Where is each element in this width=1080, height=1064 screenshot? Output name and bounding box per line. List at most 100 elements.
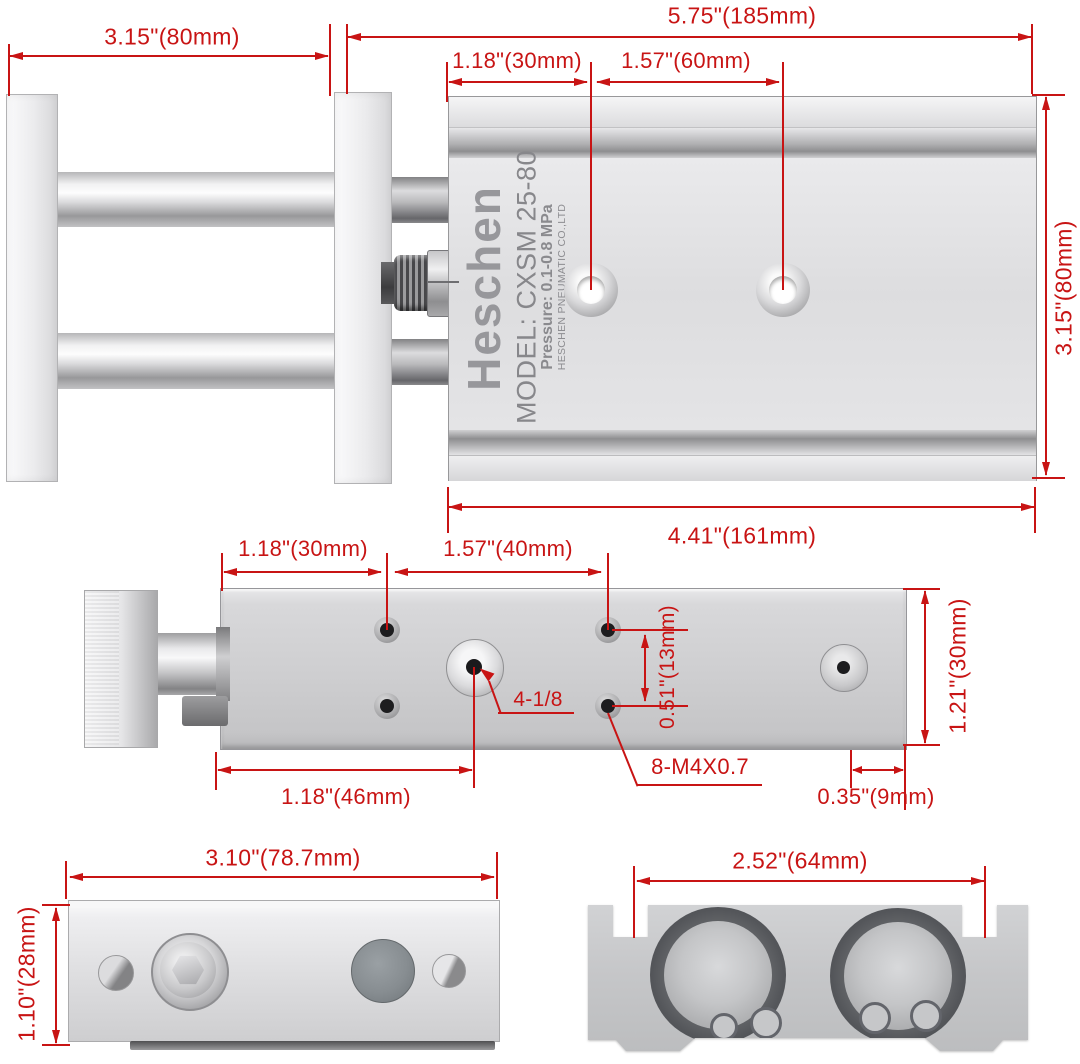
dim-tick [221, 553, 223, 591]
air-port-right-bore [837, 661, 850, 674]
plan-end-plate-machining [85, 591, 119, 745]
thread-hole-2-centerline [607, 553, 609, 630]
plan-dim-port-from-left-arrow [217, 766, 473, 774]
brand-pressure: Pressure: 0.1-0.8 MPa [539, 204, 556, 370]
plan-dim-hole-spacing-arrow [394, 568, 602, 576]
end-body [588, 905, 1028, 1051]
plan-dim-edge-margin-arrow [852, 766, 904, 774]
plan-rod-nut [182, 696, 228, 726]
end-bore-right-pin-2 [910, 1000, 942, 1032]
plan-dim-row-spacing-text: 0.51"(13mm) [656, 605, 679, 729]
body-groove-bottom [449, 430, 1036, 455]
adjuster-hex-seam [428, 281, 459, 283]
thread-hole-1-bore [380, 623, 394, 637]
front-body [68, 900, 500, 1042]
dim-tick [65, 861, 67, 899]
end-bore-left-pin-1 [750, 1007, 782, 1039]
body-groove-top [449, 128, 1036, 158]
dim-base-length-arrow [448, 503, 1035, 511]
cylinder-body [448, 96, 1037, 481]
dim-tick [612, 705, 688, 707]
dim-tick [904, 745, 906, 810]
dim-tick [1032, 477, 1065, 479]
front-dim-width-arrow [69, 873, 495, 881]
dim-port-offset-text: 1.18"(30mm) [452, 48, 582, 73]
guide-rod-upper [54, 172, 338, 227]
dim-tick [8, 44, 10, 96]
front-dim-height-arrow [52, 907, 60, 1044]
dim-port-offset-arrow [448, 78, 588, 86]
dim-plate-width-text: 3.15"(80mm) [104, 23, 240, 50]
dim-port-spacing-arrow [596, 78, 780, 86]
thread-hole-2-bore [601, 623, 615, 637]
guide-rod-upper-segment [388, 177, 449, 223]
dim-tick [903, 744, 940, 746]
plan-dim-port-from-left-text: 1.18"(46mm) [281, 784, 411, 809]
plan-dim-depth-arrow [921, 590, 929, 744]
end-bore-right-pin-1 [859, 1002, 891, 1034]
plan-dim-row-spacing-arrow [641, 634, 649, 702]
front-dim-height-text: 1.10"(28mm) [13, 906, 40, 1042]
dim-height-text: 3.15"(80mm) [1050, 220, 1077, 356]
front-dim-width-text: 3.10"(78.7mm) [205, 844, 361, 871]
dim-tick [850, 750, 852, 788]
dim-tick [42, 904, 70, 906]
air-port-centerline [473, 667, 475, 788]
dim-length-text: 5.75"(185mm) [667, 2, 817, 29]
dim-tick [633, 866, 635, 938]
plan-dim-hole-spacing-text: 1.57"(40mm) [443, 536, 573, 561]
end-bore-left-pin-2 [710, 1013, 738, 1041]
dim-tick [215, 752, 217, 790]
dim-tick [446, 62, 448, 102]
adjuster-shaft [381, 262, 396, 304]
end-plate-front [6, 94, 58, 482]
dim-tick [984, 866, 986, 938]
plan-dim-depth-text: 1.21"(30mm) [944, 598, 971, 734]
dim-base-length-text: 4.41"(161mm) [667, 522, 817, 549]
plan-body [220, 588, 907, 750]
guide-rod-lower [54, 333, 338, 389]
front-magnet-disc [351, 939, 415, 1003]
body-rail-bottom [449, 455, 1036, 481]
dim-plate-width-arrow [9, 52, 329, 60]
dim-tick [1032, 94, 1065, 96]
dim-tick [346, 24, 348, 94]
front-hole-left [98, 955, 134, 991]
dim-tick [42, 1044, 70, 1046]
dim-tick [612, 629, 688, 631]
air-port-left [446, 639, 504, 697]
front-body-top-face [69, 901, 497, 908]
brand-model: MODEL: CXSM 25-80 [511, 149, 542, 425]
end-dim-bore-spacing-arrow [636, 877, 985, 885]
dim-height-arrow [1042, 96, 1050, 476]
body-face [449, 158, 1036, 430]
end-dim-bore-spacing-text: 2.52"(64mm) [732, 847, 868, 874]
thread-label-text: 8-M4X0.7 [651, 754, 749, 779]
front-hole-right [432, 954, 466, 988]
plan-rod-flange [216, 627, 230, 701]
plan-piston-rod [148, 633, 224, 695]
dim-tick [329, 24, 331, 96]
dim-tick [903, 588, 940, 590]
body-rail-top [449, 97, 1036, 128]
dim-tick [496, 852, 498, 899]
dim-port-spacing-text: 1.57"(60mm) [621, 48, 751, 73]
front-body-shadow [130, 1041, 495, 1050]
thread-label-underline [637, 784, 762, 786]
plan-dim-edge-margin-text: 0.35"(9mm) [817, 784, 935, 809]
port-label-text: 4-1/8 [513, 688, 563, 711]
plan-end-plate [84, 590, 158, 748]
end-view [588, 900, 1031, 1052]
dim-tick [1034, 487, 1036, 533]
dim-tick [1031, 24, 1033, 94]
thread-hole-4-bore [601, 699, 615, 713]
port-2-centerline [782, 62, 784, 290]
plan-dim-hole-offset-arrow [223, 568, 382, 576]
adjuster-knurl [394, 255, 429, 311]
thread-hole-3-bore [380, 699, 394, 713]
front-bolt-hex-socket [172, 955, 204, 985]
brand-logo: Heschen [458, 185, 510, 391]
guide-rod-lower-segment [388, 339, 449, 385]
plan-dim-hole-offset-text: 1.18"(30mm) [238, 536, 368, 561]
